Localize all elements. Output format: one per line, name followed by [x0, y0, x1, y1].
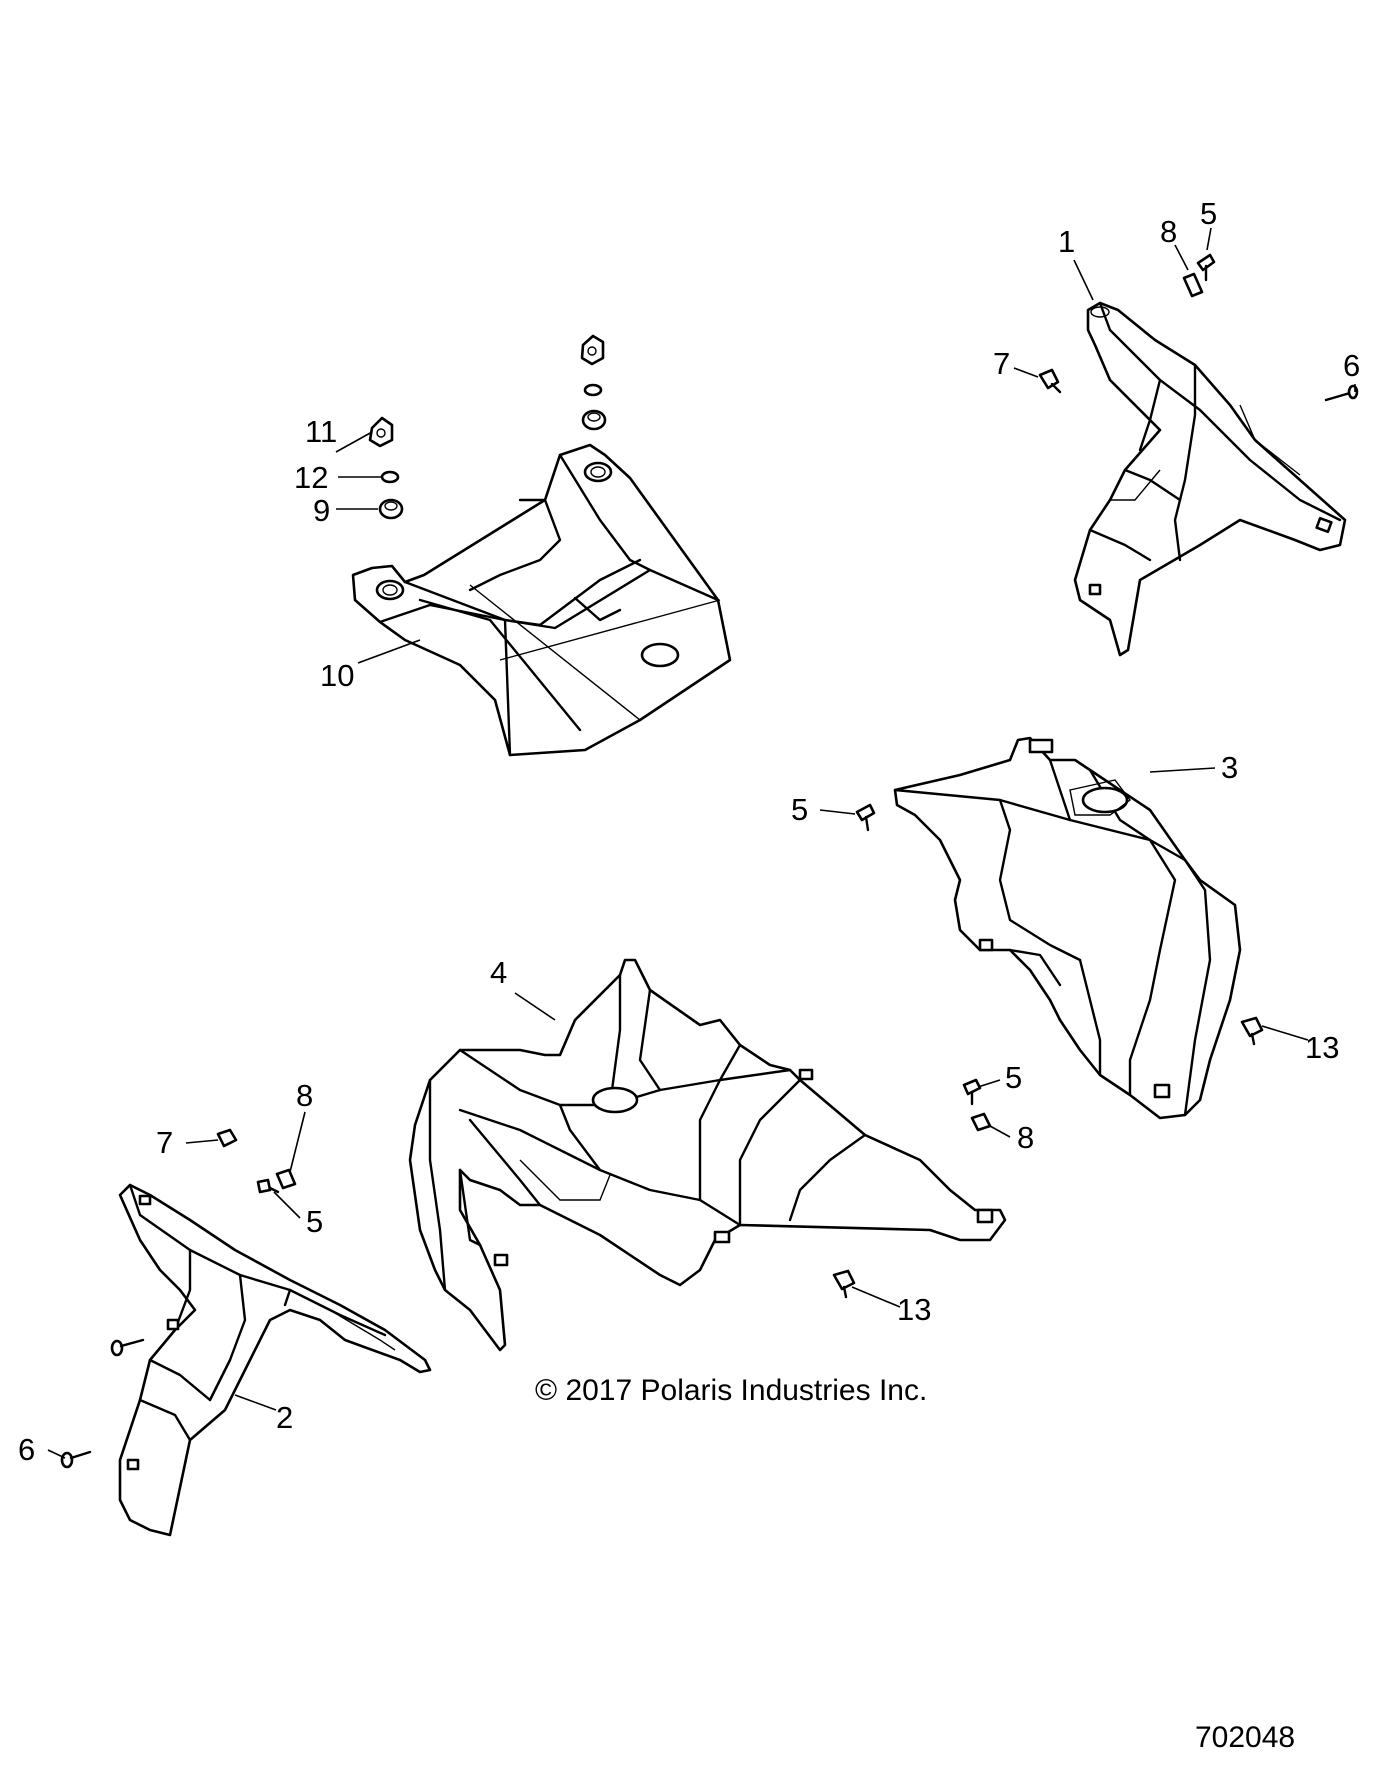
callout-10: 10: [320, 658, 354, 693]
callout-5-lower: 5: [1005, 1060, 1022, 1095]
nut-8-lower: [970, 1112, 992, 1132]
rivet-7-left: [216, 1128, 238, 1148]
washer-12: [380, 470, 400, 484]
callout-8-left: 8: [296, 1078, 313, 1113]
callout-8-top: 8: [1160, 214, 1177, 249]
callout-7-top: 7: [993, 346, 1010, 381]
part-3-front-panel: [893, 736, 1242, 1120]
leader-lines: [47, 227, 1356, 1459]
part-4-center-panel: [408, 958, 1007, 1352]
callout-7-left: 7: [156, 1125, 173, 1160]
fastener-11-quarter-turn-b: [580, 334, 605, 366]
rivet-7-top: [1038, 368, 1062, 394]
callout-4: 4: [490, 955, 507, 990]
part-1-fender-panel: [1073, 301, 1347, 657]
callout-13-bottom: 13: [897, 1292, 931, 1327]
callout-11: 11: [305, 414, 337, 449]
callout-6-top: 6: [1343, 348, 1360, 383]
part-10-hood-cover: [351, 443, 732, 757]
callout-8-lower: 8: [1017, 1120, 1034, 1155]
grommet-9: [378, 498, 404, 520]
figure-number: 702048: [1195, 1721, 1295, 1754]
rivet-13-right: [1240, 1016, 1264, 1046]
washer-12-b: [583, 383, 603, 397]
callout-5-mid: 5: [791, 792, 808, 827]
nut-8-top: [1182, 272, 1204, 298]
callout-2: 2: [276, 1400, 293, 1435]
bolt-6-bottom: [60, 1450, 92, 1469]
bolt-6-top: [1324, 384, 1359, 402]
screw-5-lower: [962, 1078, 982, 1106]
bolt-6-part2: [110, 1338, 145, 1357]
callout-6-bottom: 6: [18, 1432, 35, 1467]
screw-5-left: [256, 1178, 280, 1194]
callout-12: 12: [294, 460, 328, 495]
rivet-13-bottom: [832, 1269, 856, 1299]
screw-5-top: [1196, 253, 1216, 282]
callout-9: 9: [313, 493, 330, 528]
callout-5-left: 5: [306, 1204, 323, 1239]
callout-3: 3: [1221, 750, 1238, 785]
fastener-11-quarter-turn: [368, 416, 394, 448]
callout-5-top: 5: [1200, 196, 1217, 231]
callout-13-right: 13: [1305, 1030, 1339, 1065]
callout-1: 1: [1058, 224, 1075, 259]
callout-labels: 1 8 5 7 6 11 12 9 10 3 5 4 13 5 8 13 8 7…: [18, 196, 1360, 1467]
grommet-9-b: [581, 409, 607, 431]
nut-8-left: [275, 1168, 297, 1190]
part-2-fender-panel: [118, 1183, 432, 1537]
copyright-notice: © 2017 Polaris Industries Inc.: [535, 1374, 927, 1407]
screw-5-mid: [855, 803, 876, 832]
